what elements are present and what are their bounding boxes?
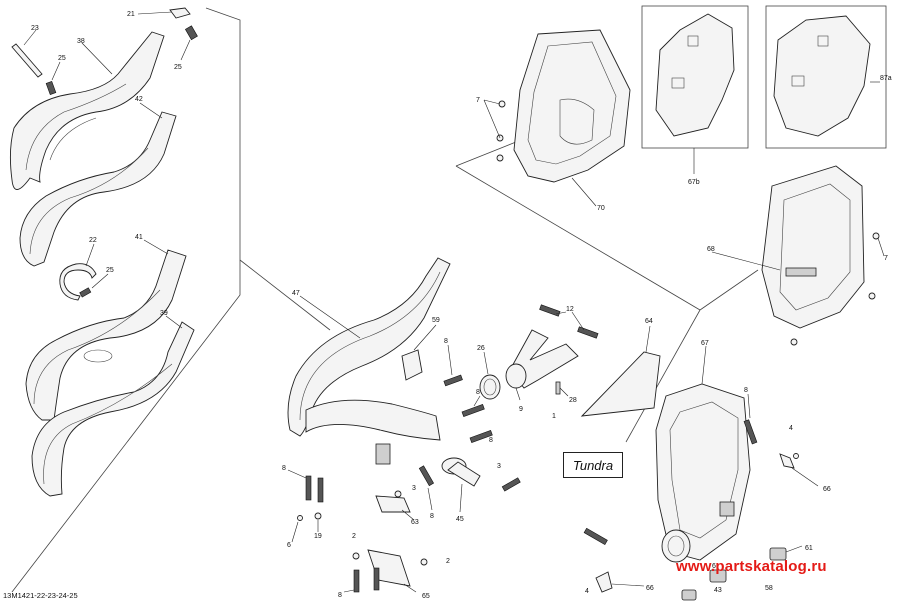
bracket-part — [352, 549, 428, 593]
part-label: 65 — [422, 593, 430, 600]
stud-part — [555, 381, 569, 397]
part-label: 41 — [135, 234, 143, 241]
heat-shield-part — [580, 325, 661, 417]
part-label: 22 — [89, 237, 97, 244]
part-label: 2 — [446, 558, 450, 565]
part-label: 66 — [646, 585, 654, 592]
part-label: 6 — [287, 542, 291, 549]
spring-part — [287, 469, 324, 503]
spring-part — [343, 567, 380, 593]
part-label: 67 — [701, 340, 709, 347]
tundra-variant-label: Tundra — [563, 452, 623, 478]
part-label: 64 — [645, 318, 653, 325]
part-label: 47 — [292, 290, 300, 297]
part-label: 58 — [765, 585, 773, 592]
part-label: 70 — [597, 205, 605, 212]
part-label: 66 — [823, 486, 831, 493]
left-group-frame — [11, 7, 331, 593]
main-exhaust-part — [287, 257, 451, 465]
spring-part — [583, 527, 608, 546]
silencer-shell-part — [711, 165, 885, 346]
spring-part — [180, 25, 198, 61]
spring-part — [539, 304, 599, 339]
spring-part — [443, 344, 463, 387]
part-label: 25 — [58, 55, 66, 62]
silencer-part — [483, 29, 631, 207]
bracket-part — [401, 324, 437, 381]
part-label: 1 — [552, 413, 556, 420]
part-label: 3 — [497, 463, 501, 470]
part-label: 8 — [338, 592, 342, 599]
part-label: 59 — [432, 317, 440, 324]
bolt-part — [291, 512, 322, 543]
part-label: 4 — [789, 425, 793, 432]
part-label: 43 — [714, 587, 722, 594]
exhaust-pipe-part — [25, 239, 187, 421]
exhaust-rod-part — [11, 29, 43, 78]
part-labels: 23 38 25 21 25 42 22 25 41 39 47 59 12 6… — [31, 11, 892, 600]
part-label: 63 — [411, 519, 419, 526]
part-label: 7 — [476, 97, 480, 104]
exhaust-pipe-part — [9, 31, 165, 190]
coupler-part — [441, 457, 481, 513]
spring-part — [461, 395, 493, 443]
part-label: 8 — [282, 465, 286, 472]
part-label: 2 — [352, 533, 356, 540]
part-label: 61 — [805, 545, 813, 552]
ring-part — [479, 351, 501, 400]
diagram-code: 13M1421-22-23-24-25 — [3, 591, 78, 600]
part-label: 8 — [489, 437, 493, 444]
ring-part — [59, 243, 109, 301]
part-label: 3 — [412, 485, 416, 492]
part-label: 8 — [476, 389, 480, 396]
part-label: 9 — [519, 406, 523, 413]
spring-part — [45, 61, 61, 96]
exhaust-pipe-part — [19, 102, 177, 267]
part-label: 28 — [569, 397, 577, 404]
part-label: 38 — [77, 38, 85, 45]
spring-part — [501, 477, 521, 492]
insulation-panel-part — [765, 5, 887, 149]
part-label: 45 — [456, 516, 464, 523]
silencer-part — [655, 345, 751, 563]
y-pipe-part — [505, 329, 579, 401]
watermark: www.partskatalog.ru — [676, 558, 827, 575]
grommet-part — [681, 545, 803, 601]
part-label: 19 — [314, 533, 322, 540]
part-label: 25 — [106, 267, 114, 274]
spring-part — [418, 465, 435, 511]
clip-part — [595, 571, 645, 593]
spring-part — [743, 393, 758, 445]
insulation-panel-part — [641, 5, 749, 174]
part-label: 39 — [160, 310, 168, 317]
part-label: 42 — [135, 96, 143, 103]
part-label: 4 — [585, 588, 589, 595]
clamp-part — [137, 7, 191, 19]
clip-part — [779, 453, 819, 487]
part-label: 67b — [688, 179, 700, 186]
part-label: 12 — [566, 306, 574, 313]
part-label: 7 — [884, 255, 888, 262]
part-label: 25 — [174, 64, 182, 71]
part-label: 26 — [477, 345, 485, 352]
part-label: 8 — [444, 338, 448, 345]
part-label: 6 — [712, 563, 716, 570]
part-label: 68 — [707, 246, 715, 253]
bracket-part — [375, 490, 415, 521]
part-label: 87a — [880, 75, 892, 82]
part-label: 8 — [430, 513, 434, 520]
part-label: 21 — [127, 11, 135, 18]
part-label: 8 — [744, 387, 748, 394]
part-label: 23 — [31, 25, 39, 32]
exhaust-pipe-part — [31, 315, 195, 497]
